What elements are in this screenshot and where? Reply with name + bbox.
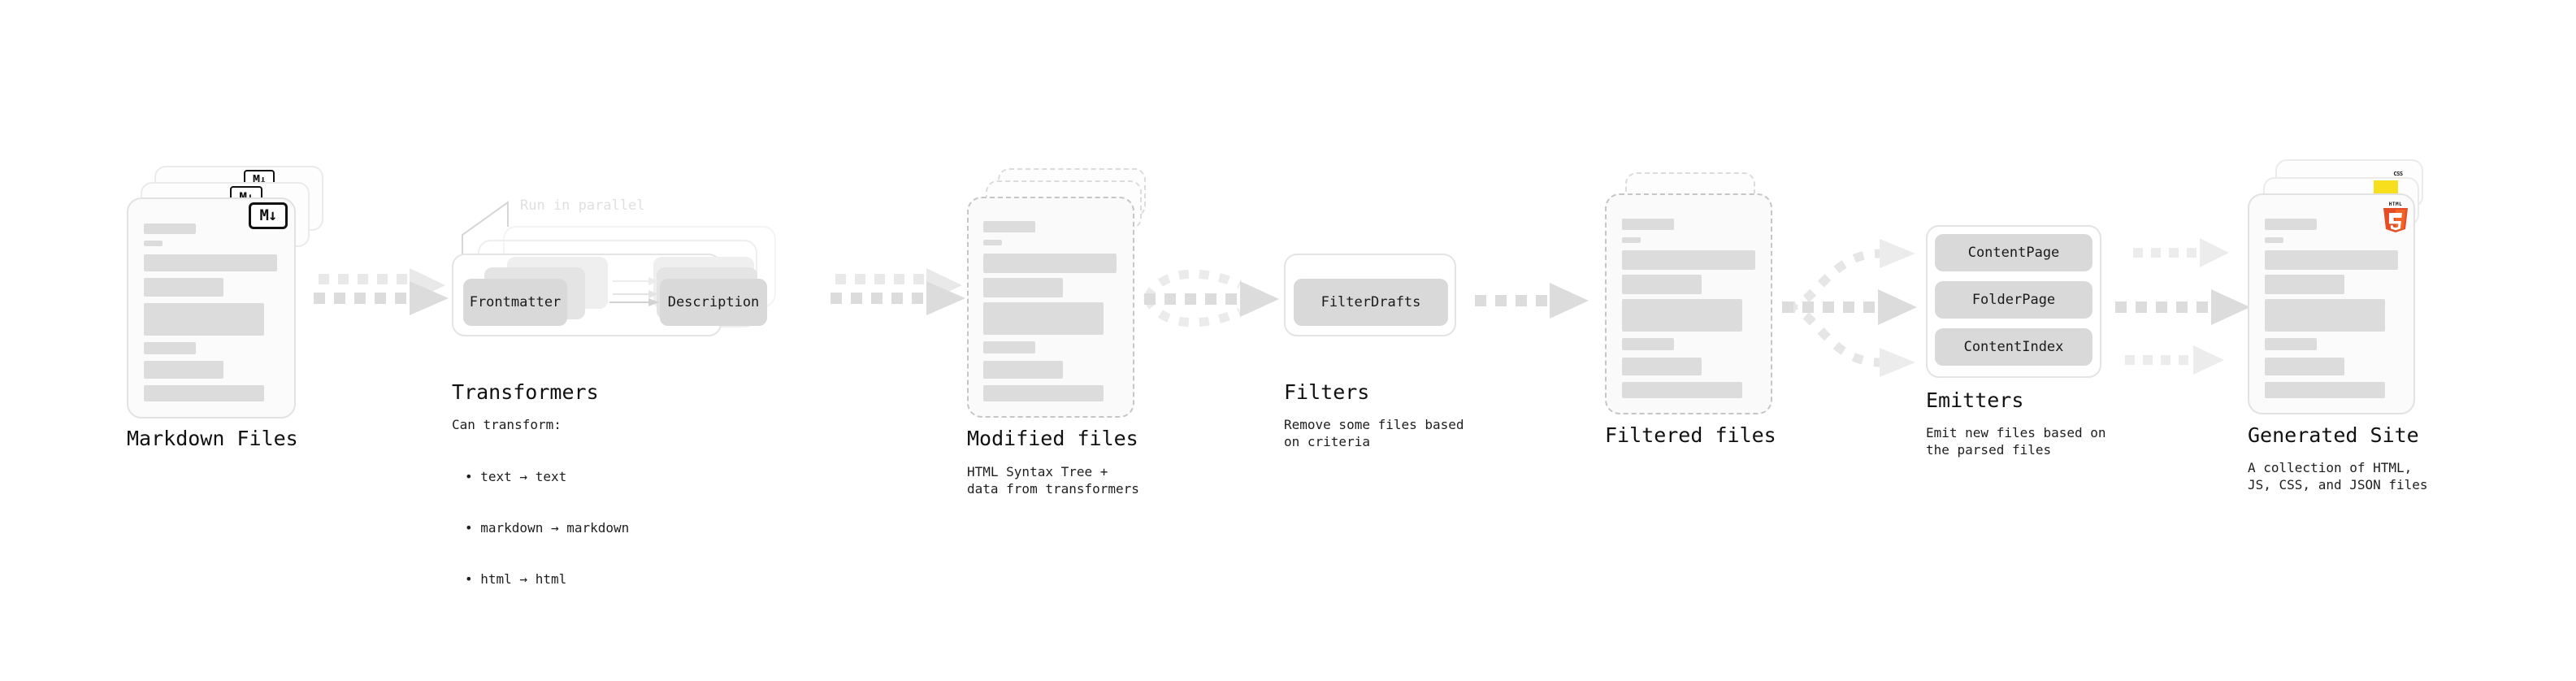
stage-title-generated-site: Generated Site	[2248, 423, 2419, 447]
skeleton-line	[144, 342, 196, 354]
css-icon-label: CSS	[2393, 171, 2403, 177]
transform-bullet-list: • text → text • markdown → markdown • ht…	[465, 434, 629, 622]
skeleton-line	[2265, 275, 2344, 294]
skeleton-line	[144, 278, 223, 297]
svg-text:HTML: HTML	[2389, 202, 2402, 207]
skeleton-line	[144, 223, 196, 234]
stage-title-filters: Filters	[1284, 380, 1370, 404]
skeleton-line	[983, 385, 1104, 401]
skeleton-line	[983, 361, 1063, 379]
parallel-label: Run in parallel	[520, 197, 645, 214]
skeleton-line	[2265, 299, 2385, 332]
transformer-connector-ghost	[613, 277, 658, 285]
skeleton-line	[983, 278, 1063, 297]
skeleton-line	[983, 341, 1035, 354]
transform-bullet: • html → html	[465, 571, 567, 587]
skeleton-line	[144, 303, 264, 336]
emitter-pill-contentpage[interactable]: ContentPage	[1935, 234, 2092, 271]
stage-caption-emitters: Emit new files based on the parsed files	[1926, 425, 2106, 458]
skeleton-line	[144, 241, 163, 246]
js-icon	[2374, 180, 2398, 196]
stage-title-modified-files: Modified files	[967, 427, 1138, 450]
skeleton-line	[2265, 358, 2344, 375]
transformer-pill-frontmatter[interactable]: Frontmatter	[463, 279, 567, 326]
stage-caption-transformers: Can transform:	[452, 417, 562, 432]
stage-title-filtered-files: Filtered files	[1605, 423, 1776, 447]
arrow-markdown-to-transformers	[314, 268, 449, 315]
skeleton-line	[2265, 219, 2317, 230]
skeleton-line	[1622, 275, 1702, 294]
skeleton-line	[983, 254, 1117, 273]
stage-caption-filters: Remove some files based on criteria	[1284, 417, 1464, 449]
html5-icon: HTML	[2383, 202, 2408, 232]
skeleton-line	[1622, 237, 1641, 243]
emitter-pill-contentindex[interactable]: ContentIndex	[1935, 328, 2092, 366]
transformer-pill-description[interactable]: Description	[660, 279, 767, 326]
stage-caption-generated-site: A collection of HTML, JS, CSS, and JSON …	[2248, 460, 2428, 492]
transform-bullet: • markdown → markdown	[465, 520, 630, 536]
skeleton-line	[1622, 358, 1702, 375]
arrow-emitters-to-site	[2115, 238, 2250, 375]
skeleton-line	[144, 254, 277, 271]
skeleton-line	[2265, 237, 2283, 243]
skeleton-line	[1622, 250, 1755, 270]
skeleton-line	[1622, 382, 1742, 398]
arrow-transformers-to-modified	[830, 268, 965, 315]
arrow-modified-to-filters	[1143, 269, 1279, 327]
stage-title-markdown-files: Markdown Files	[127, 427, 298, 450]
skeleton-line	[983, 221, 1035, 232]
stage-caption-modified-files: HTML Syntax Tree + data from transformer…	[967, 464, 1139, 497]
stage-title-transformers: Transformers	[452, 380, 599, 404]
skeleton-line	[983, 302, 1104, 335]
markdown-icon: M↓	[249, 202, 288, 229]
skeleton-line	[2265, 338, 2317, 350]
skeleton-line	[983, 240, 1002, 245]
transformer-connector	[609, 298, 659, 306]
arrow-filtered-to-emitters	[1782, 239, 1917, 377]
skeleton-line	[2265, 250, 2398, 270]
skeleton-line	[1622, 299, 1742, 332]
parallel-bracket	[462, 201, 509, 258]
skeleton-line	[2265, 382, 2385, 398]
skeleton-line	[1622, 338, 1674, 350]
filter-pill-filterdrafts[interactable]: FilterDrafts	[1294, 279, 1448, 326]
skeleton-line	[144, 361, 223, 379]
stage-title-emitters: Emitters	[1926, 388, 2024, 412]
transform-bullet: • text → text	[465, 469, 567, 484]
arrow-filters-to-filtered	[1475, 283, 1589, 319]
transformer-connector-ghost	[613, 290, 658, 298]
skeleton-line	[1622, 219, 1674, 230]
skeleton-line	[144, 385, 264, 401]
emitter-pill-folderpage[interactable]: FolderPage	[1935, 281, 2092, 319]
